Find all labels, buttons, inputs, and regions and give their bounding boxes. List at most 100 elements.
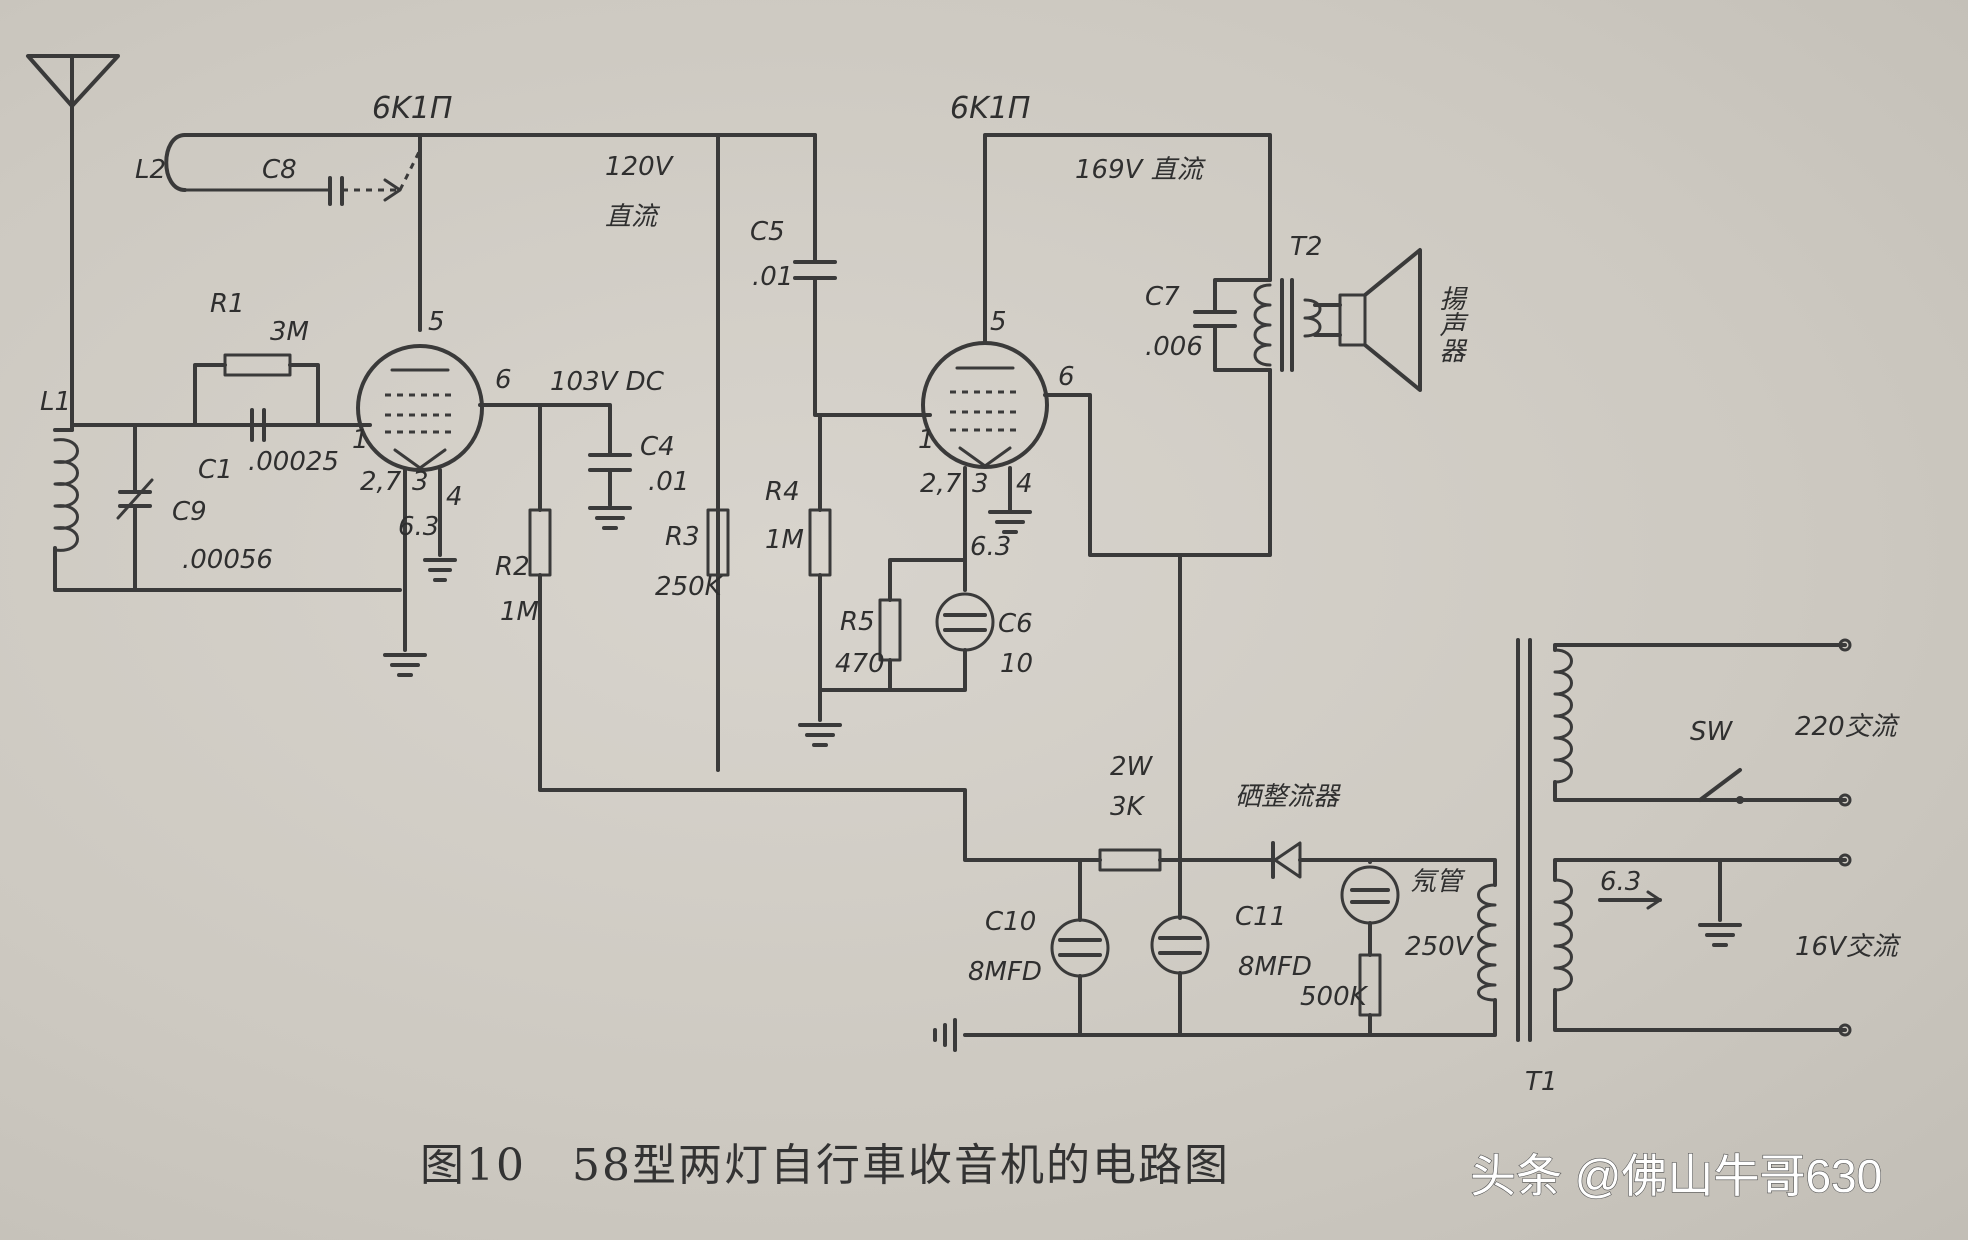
c11-value: 8MFD [1238, 952, 1312, 982]
r500k-label: 500K [1300, 982, 1369, 1012]
tube2-pin6-wire [1043, 368, 1272, 557]
r2-resistor [528, 508, 1082, 862]
c5-label: C5 [750, 217, 785, 247]
c10-value: 8MFD [968, 957, 1042, 987]
terminal-markers [1838, 638, 1852, 1037]
r4-value: 1M [765, 525, 804, 555]
tube2-pin4-label: 4 [1016, 469, 1033, 499]
output-voltage-label: 169V 直流 [1075, 155, 1207, 185]
c1-value: .00025 [248, 447, 339, 477]
resistor-3k-2w [1078, 848, 1277, 872]
c4-value: .01 [648, 467, 689, 497]
tube2-pin27-label: 2,7 [920, 469, 962, 499]
l1-label: L1 [40, 387, 71, 417]
tube1-pin63-label: 6.3 [398, 512, 439, 542]
c7-value: .006 [1145, 332, 1203, 362]
tube1-pin3-label: 3 [412, 467, 429, 497]
r3-resistor [706, 508, 730, 577]
t2-output-transformer [1253, 278, 1322, 372]
c4-label: C4 [640, 432, 675, 462]
c4-capacitor [588, 453, 632, 530]
c7-label: C7 [1145, 282, 1180, 312]
c9-value: .00056 [182, 545, 273, 575]
neon-lamp [1340, 858, 1400, 957]
c11-label: C11 [1235, 902, 1286, 932]
c7-capacitor [1193, 278, 1272, 372]
l2-coil [164, 133, 332, 192]
tube2-plate-wire [983, 133, 1272, 345]
l2-label: L2 [135, 155, 166, 185]
r4-label: R4 [765, 477, 800, 507]
r1-label: R1 [210, 289, 245, 319]
mains-label: 220交流 [1795, 712, 1901, 742]
c4-wire [538, 403, 612, 457]
tube1-type-label: 6K1П [372, 91, 452, 126]
c9-variable-capacitor [116, 423, 154, 592]
r3-label: R3 [665, 522, 700, 552]
resistor-500k [1358, 953, 1382, 1037]
c6-electrolytic [888, 558, 995, 692]
c9-label: C9 [172, 497, 207, 527]
r2-label: R2 [495, 552, 530, 582]
figure-caption: 图10 58型两灯自行車收音机的电路图 [420, 1140, 1230, 1191]
r1-value: 3M [270, 317, 309, 347]
rectifier-label: 硒整流器 [1235, 782, 1341, 812]
c6-value: 10 [1000, 649, 1033, 679]
c8-trimmer [328, 149, 422, 206]
tap-label: 6.3 [1600, 867, 1641, 897]
r1-resistor [193, 353, 320, 427]
t1-core [1516, 638, 1532, 1042]
plate-voltage-label: 120V [605, 152, 675, 182]
tube2-pin63-label: 6.3 [970, 532, 1011, 562]
tube2-type-label: 6K1П [950, 91, 1030, 126]
tube2-cathode-wire [888, 466, 967, 602]
resistor-watt-label: 2W [1110, 752, 1154, 782]
loudspeaker-symbol [1313, 248, 1422, 392]
tube1-pin5-label: 5 [428, 307, 445, 337]
t1-secondary-hv-coil [1477, 883, 1497, 1002]
resistor-value-label: 3K [1110, 792, 1146, 822]
plate1-output-wire [478, 403, 542, 512]
tube2-pin1-label: 1 [918, 425, 935, 455]
c11-electrolytic [1150, 858, 1210, 1037]
ground-symbol-2 [988, 510, 1032, 534]
t1-primary-coil [1553, 643, 1847, 802]
neon-label: 氖管 [1410, 867, 1466, 897]
c6-label: C6 [998, 609, 1033, 639]
tube2-envelope [921, 341, 1049, 469]
selenium-rectifier [1271, 841, 1497, 887]
speaker-label: 揚声器 [1435, 285, 1465, 363]
tube1-pin6-label: 6 [495, 365, 512, 395]
r3-value: 250K [655, 572, 724, 602]
tube2-pin6-label: 6 [1058, 362, 1075, 392]
hv-voltage-label: 250V [1405, 932, 1475, 962]
c5-capacitor [793, 260, 932, 417]
ground-return-wire [963, 998, 1497, 1037]
r5-label: R5 [840, 607, 875, 637]
screen-voltage-label: 103V DC [550, 367, 665, 397]
tube2-pin3-label: 3 [972, 469, 989, 499]
antenna-symbol [26, 54, 120, 347]
lv-ac-label: 16V交流 [1795, 932, 1902, 962]
t1-secondary-lv-coil [1553, 858, 1847, 1032]
c5-value: .01 [752, 262, 793, 292]
tube2-pin5-label: 5 [990, 307, 1007, 337]
ground-symbol [383, 558, 457, 677]
r4-resistor [798, 413, 842, 747]
switch-label: SW [1690, 717, 1734, 747]
dc-label: 直流 [605, 202, 661, 232]
power-switch [1698, 768, 1744, 804]
tube1-envelope [356, 344, 484, 472]
r5-value: 470 [835, 649, 885, 679]
ground-symbol-4 [1698, 858, 1742, 947]
t1-label: T1 [1525, 1067, 1557, 1097]
c8-label: C8 [262, 155, 297, 185]
c1-label: C1 [198, 455, 233, 485]
tube1-pin27-label: 2,7 [360, 467, 402, 497]
tube1-pin4-label: 4 [446, 482, 463, 512]
c1-capacitor [250, 408, 266, 442]
c10-label: C10 [985, 907, 1036, 937]
c10-electrolytic [1050, 858, 1110, 1037]
